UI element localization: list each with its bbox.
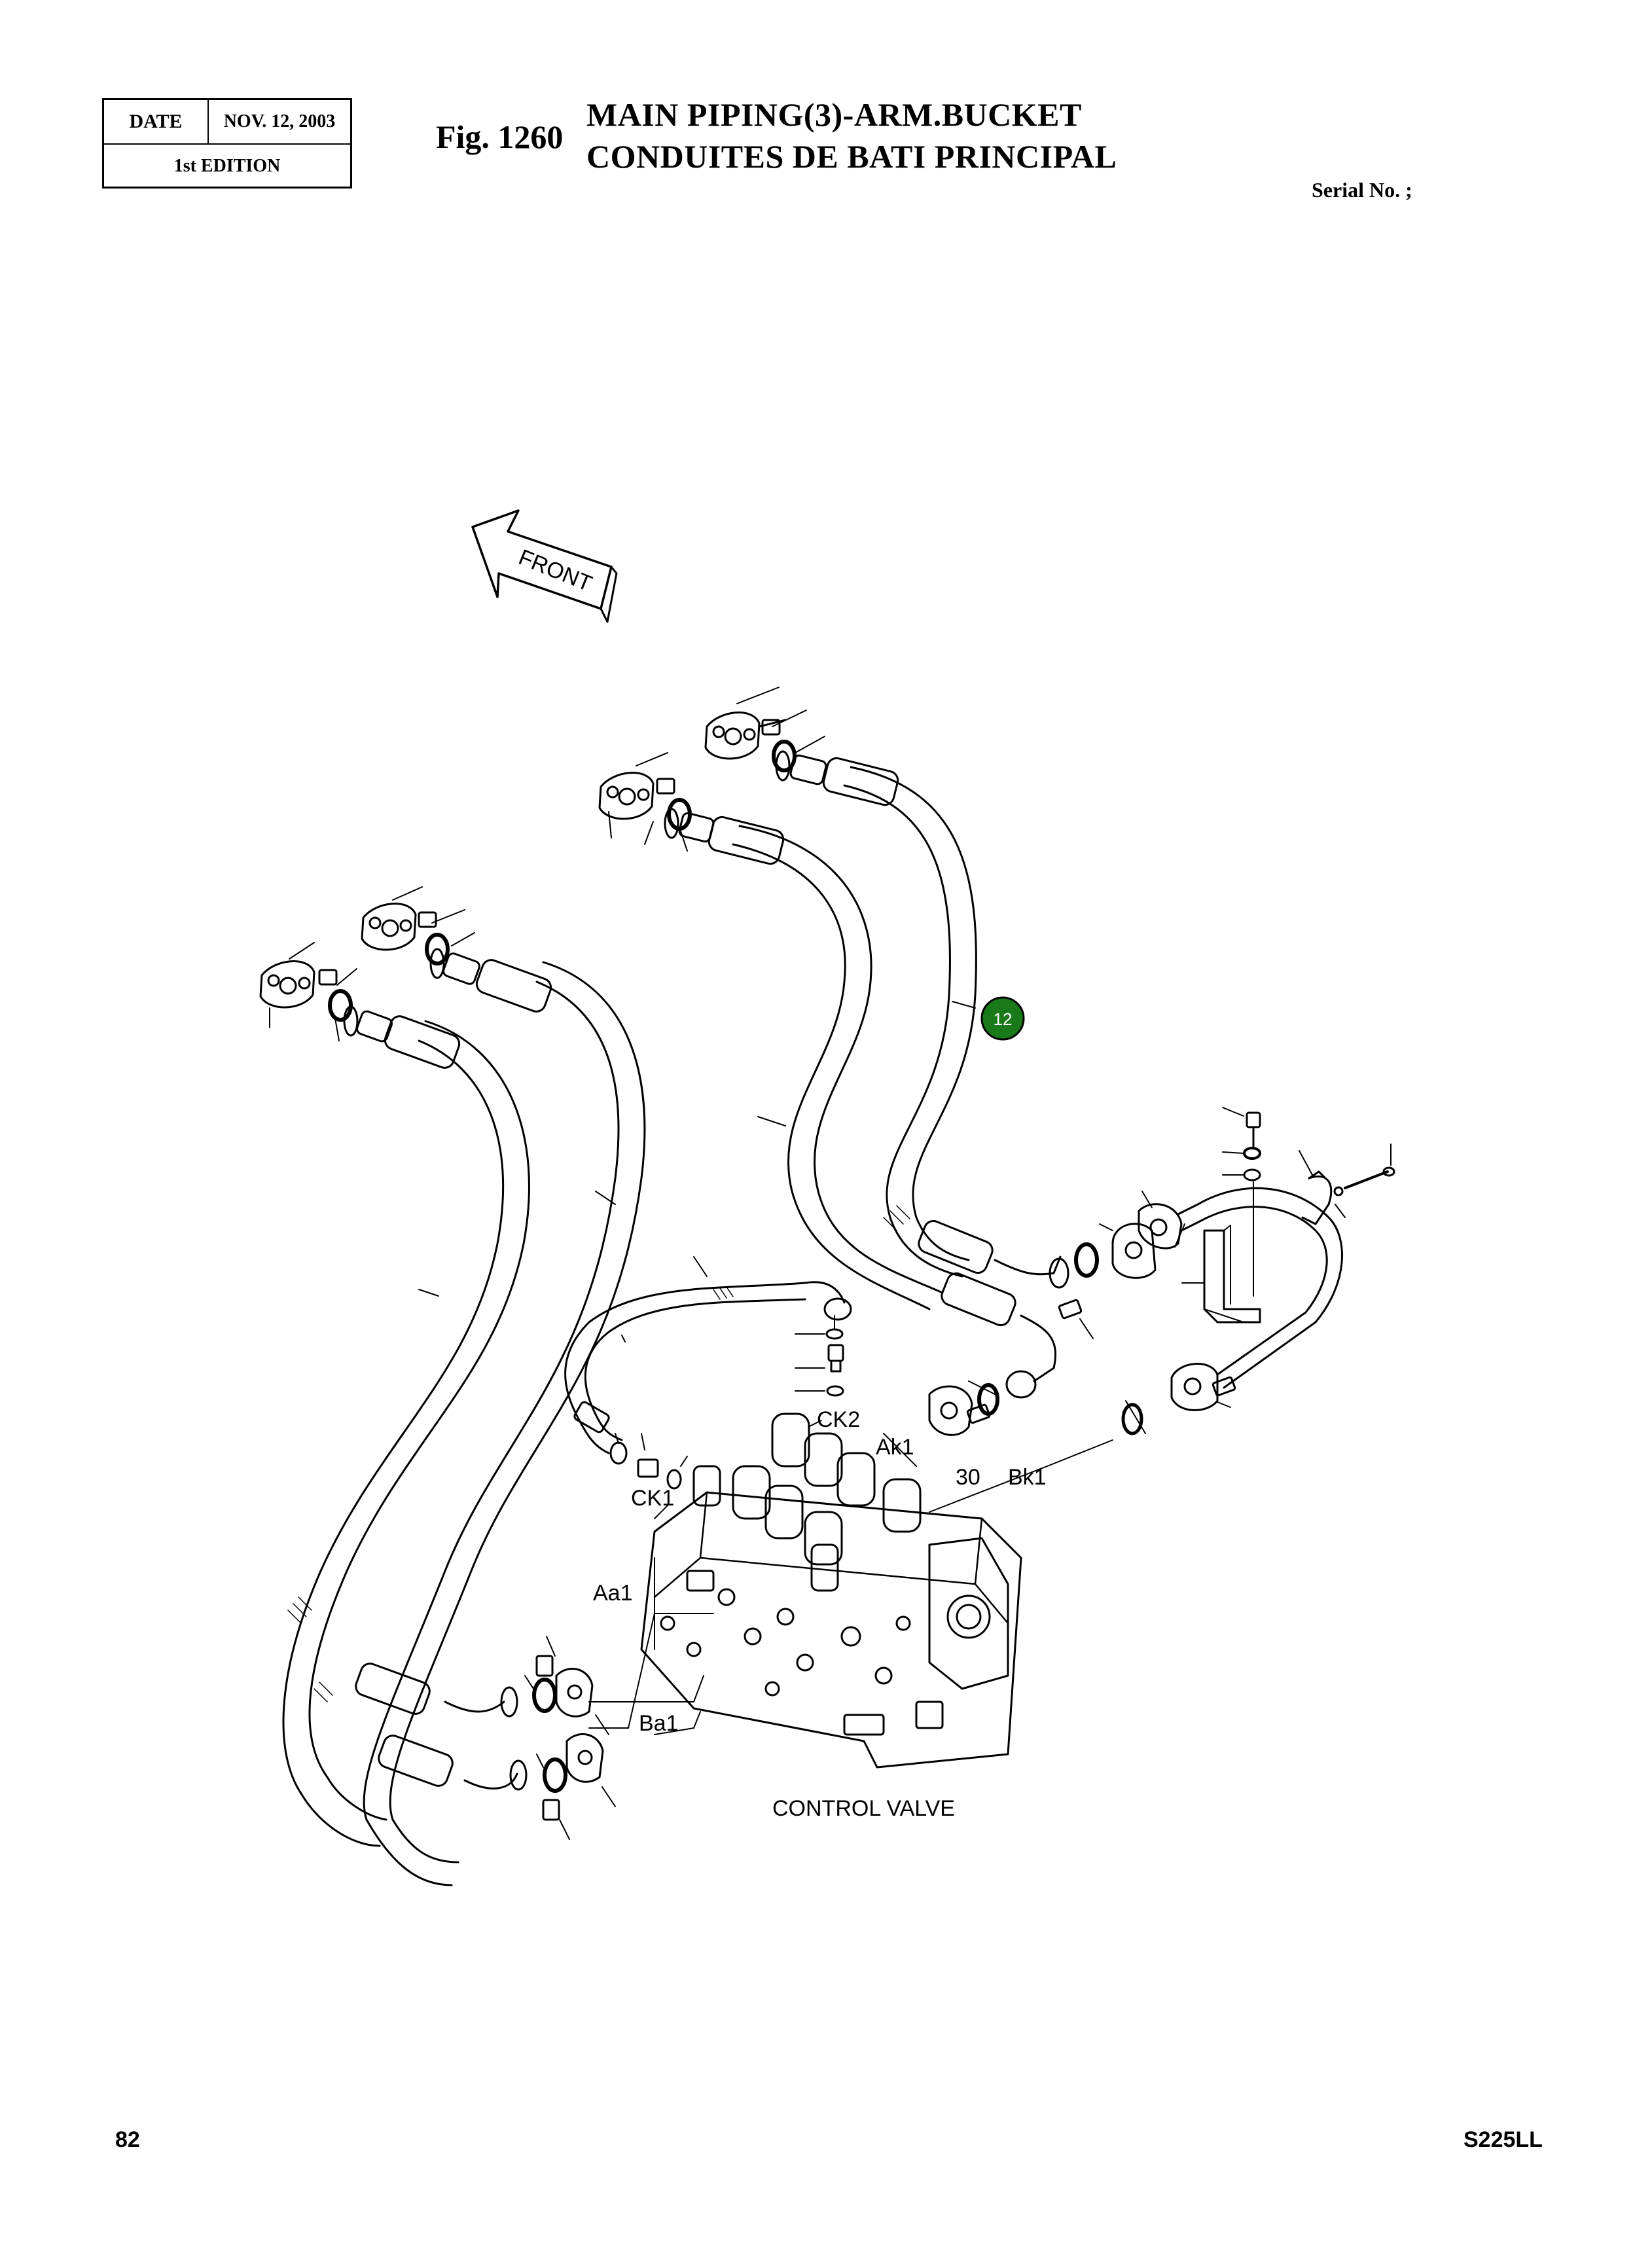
split-flange-left-bottom-2: [542, 1733, 604, 1821]
label-ak1: Ak1: [876, 1435, 914, 1460]
split-flange-upper-1: [704, 711, 797, 772]
hose-upper-inner: [732, 825, 944, 1310]
split-flange-left-bottom-1: [532, 1655, 594, 1718]
hose-fitting-left-top-1: [429, 948, 552, 1013]
front-arrow: FRONT: [471, 509, 618, 623]
date-value: NOV. 12, 2003: [223, 111, 336, 132]
edition-label: 1st EDITION: [173, 156, 281, 176]
label-ck2: CK2: [817, 1407, 860, 1432]
label-aa1: Aa1: [593, 1581, 633, 1606]
hose-upper-outer: [843, 766, 977, 1278]
label-bk1: Bk1: [1008, 1465, 1047, 1490]
serial-number: Serial No. ;: [1312, 178, 1412, 202]
pilot-hose: [564, 1281, 852, 1490]
hose-left-inner: [282, 1020, 530, 1847]
label-ck1: CK1: [631, 1486, 674, 1511]
split-flange-left-1: [361, 903, 450, 965]
control-valve-body: [640, 1413, 1022, 1769]
title-french: CONDUITES DE BATI PRINCIPAL: [586, 138, 1117, 175]
right-pipe-assembly: [928, 1111, 1395, 1436]
part-callout-12: 12: [980, 996, 1025, 1041]
figure-number: Fig. 1260: [436, 118, 564, 155]
split-flange-upper-2: [598, 772, 692, 831]
page-number: 82: [115, 2127, 140, 2152]
date-edition-box: DATE NOV. 12, 2003 1st EDITION: [102, 98, 352, 189]
hose-fitting-left-bottom-2: [378, 1735, 528, 1791]
hose-fitting-lower-right-1: [918, 1219, 1099, 1289]
label-control-valve: CONTROL VALVE: [772, 1796, 955, 1821]
hose-left-outer: [363, 961, 646, 1886]
front-arrow-label: FRONT: [515, 545, 596, 596]
hose-fitting-lower-right-2: [941, 1272, 1057, 1399]
hose-fitting-left-bottom-1: [355, 1663, 518, 1718]
model-code: S225LL: [1463, 2127, 1543, 2152]
callout-number: 12: [994, 1009, 1013, 1029]
title-english: MAIN PIPING(3)-ARM.BUCKET: [586, 96, 1082, 133]
date-row: DATE NOV. 12, 2003: [104, 100, 350, 145]
split-flange-left-2: [259, 960, 353, 1022]
date-label: DATE: [104, 100, 209, 143]
label-ba1: Ba1: [639, 1711, 679, 1736]
label-part-30: 30: [956, 1465, 980, 1490]
hose-fitting-left-top-2: [343, 1005, 461, 1069]
